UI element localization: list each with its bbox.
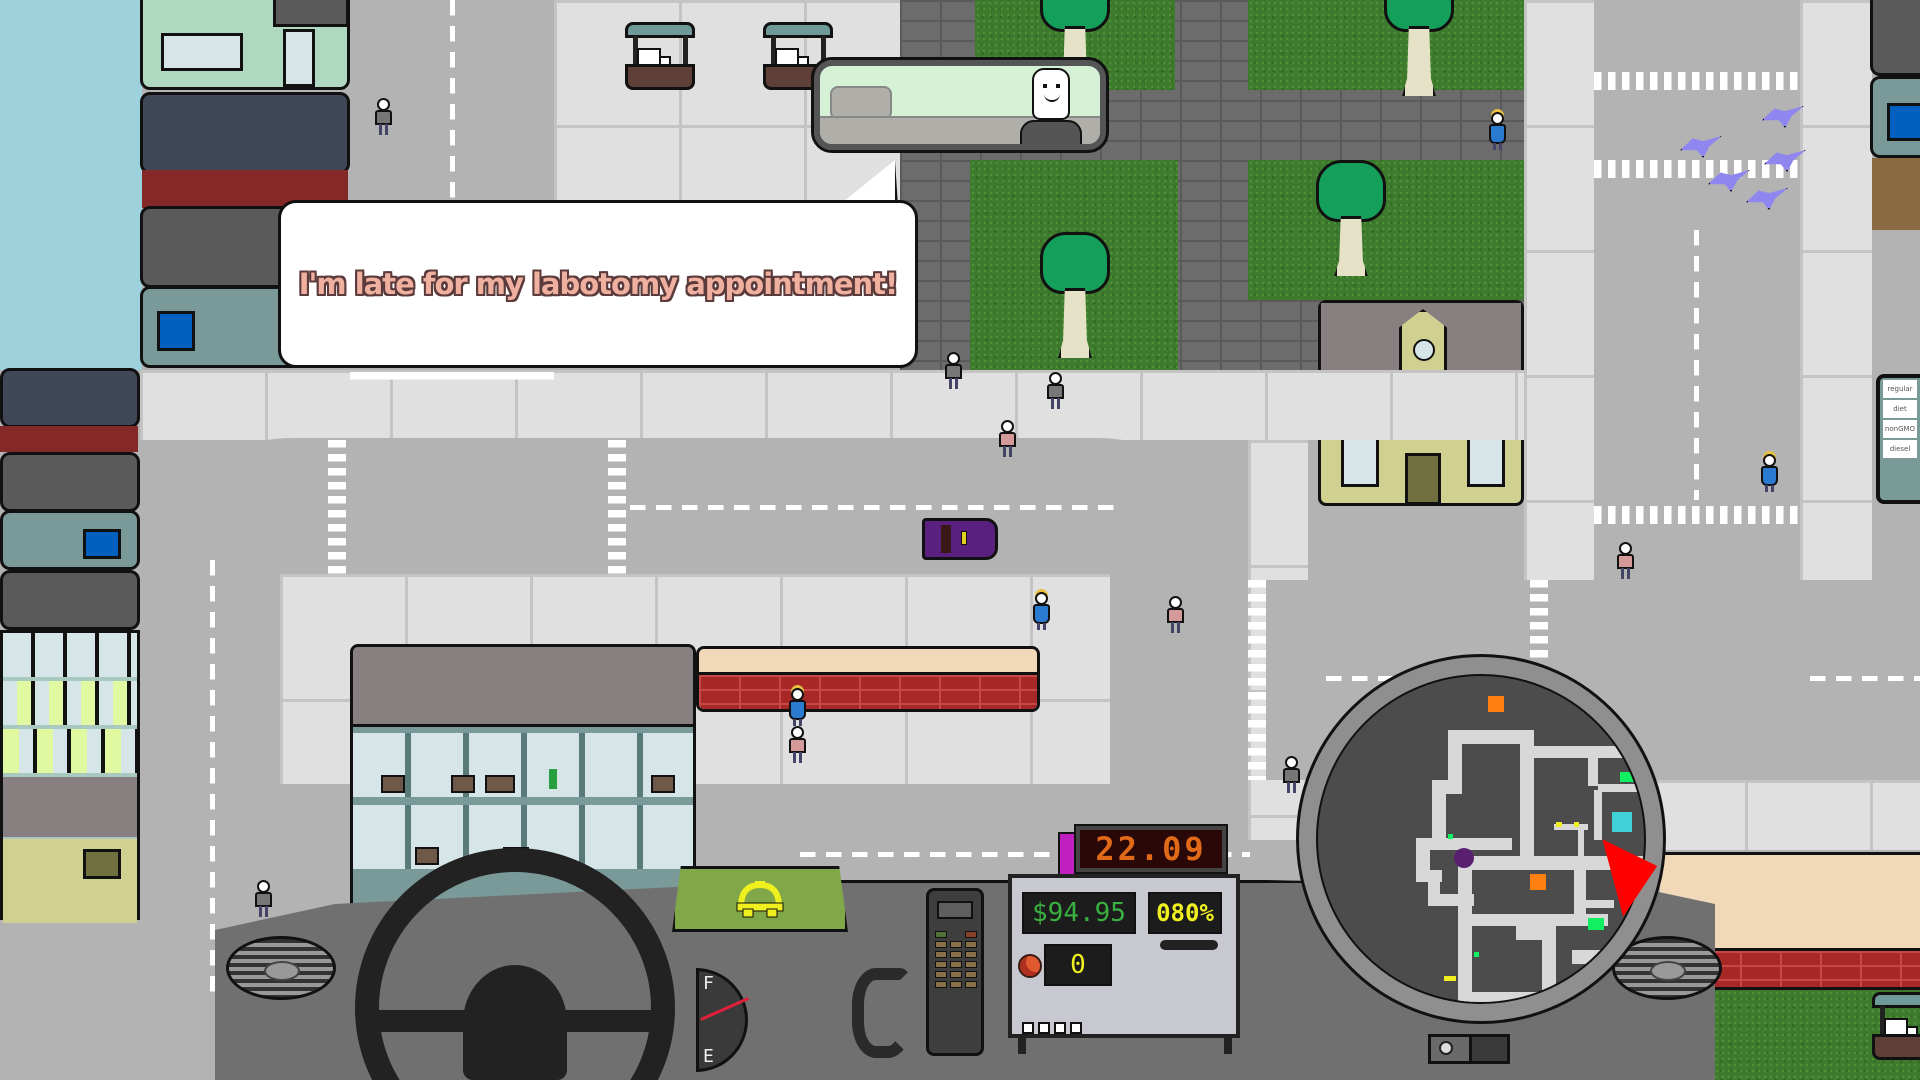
- cash-display: $94.95: [1022, 892, 1136, 934]
- pedestrian: [1616, 542, 1634, 580]
- rearview-mirror: [811, 57, 1109, 153]
- market-kiosk: [625, 22, 695, 92]
- speech-bubble: I'm late for my labotomy appointment!: [278, 200, 918, 368]
- pedestrian: [374, 98, 392, 136]
- fuel-option: regular: [1883, 380, 1917, 398]
- building-teal-2: [0, 510, 140, 570]
- map-marker-yellow: [1556, 822, 1562, 827]
- fuel-option: nonGMO: [1883, 420, 1917, 438]
- steering-wheel-hub: [463, 965, 567, 1080]
- building-glass-left: [0, 630, 140, 923]
- map-marker-yellow: [1444, 976, 1456, 981]
- phone-cord: [852, 968, 912, 1058]
- pedestrian: [1488, 112, 1506, 150]
- map-marker-green: [1620, 772, 1636, 782]
- gas-station-sign: regular diet nonGMO diesel: [1876, 374, 1920, 504]
- fuel-empty-label: E: [703, 1046, 714, 1067]
- map-marker-green-small: [1474, 952, 1479, 957]
- building-mint: [140, 0, 350, 90]
- building-navy: [140, 92, 350, 174]
- brick-wall: [1660, 948, 1920, 990]
- condition-display: 080%: [1148, 892, 1222, 934]
- minimap: [1316, 674, 1646, 1004]
- fruit-counter: 0: [1044, 944, 1112, 986]
- brick-planter: [696, 646, 1040, 712]
- pedestrian: [1032, 592, 1050, 630]
- pedestrian: [1166, 596, 1184, 634]
- pedestrian: [1046, 372, 1064, 410]
- car-phone[interactable]: [926, 888, 984, 1056]
- dialogue-text: I'm late for my labotomy appointment!: [298, 267, 899, 301]
- power-icon: [1439, 1041, 1453, 1055]
- pedestrian: [998, 420, 1016, 458]
- building-right-teal: [1870, 76, 1920, 158]
- map-marker-green: [1588, 918, 1604, 930]
- plant-icon: [549, 769, 557, 789]
- map-marker-purple: [1454, 848, 1474, 868]
- condition-value: 080%: [1156, 899, 1214, 927]
- map-marker-yellow: [1574, 822, 1579, 827]
- water: [0, 0, 142, 370]
- map-marker-orange: [1530, 874, 1546, 890]
- fruit-count-value: 0: [1070, 950, 1086, 980]
- taxi-meter: $94.95 080% 0: [1008, 874, 1240, 1054]
- fuel-option: diet: [1883, 400, 1917, 418]
- fuel-option: diesel: [1883, 440, 1917, 458]
- park-grass: [1248, 160, 1524, 300]
- map-marker-green-small: [1448, 834, 1453, 839]
- map-marker-cyan: [1612, 812, 1632, 832]
- wrench-icon: [1166, 942, 1212, 948]
- taxi-icon: [736, 881, 784, 918]
- pedestrian: [788, 726, 806, 764]
- map-marker-violet: [1612, 972, 1624, 986]
- clock-icon: [1413, 339, 1435, 361]
- power-toggle[interactable]: [1428, 1034, 1510, 1064]
- building-navy-2: [0, 368, 140, 428]
- air-vent-left: [226, 936, 336, 1000]
- pedestrian: [1760, 454, 1778, 492]
- building-grey-2: [0, 452, 140, 512]
- dirt-lot: [1872, 158, 1920, 230]
- passenger-face: [1032, 68, 1070, 120]
- pedestrian: [1282, 756, 1300, 794]
- pedestrian: [254, 880, 272, 918]
- cash-value: $94.95: [1032, 898, 1126, 928]
- fuel-full-label: F: [703, 973, 714, 994]
- purple-car: [922, 518, 998, 560]
- fuel-needle: [700, 996, 750, 1021]
- market-kiosk: [1872, 992, 1920, 1062]
- fruit-icon: [1018, 954, 1042, 978]
- fare-meter-display: 22.09: [1074, 824, 1228, 874]
- taxi-roof-sign: [672, 866, 848, 932]
- map-marker-orange: [1488, 696, 1504, 712]
- building-right-grey: [1870, 0, 1920, 76]
- pedestrian: [944, 352, 962, 390]
- fare-meter-value: 22.09: [1095, 830, 1207, 868]
- air-vent-right: [1612, 936, 1722, 1000]
- pedestrian: [788, 688, 806, 726]
- building-grey-3: [0, 570, 140, 630]
